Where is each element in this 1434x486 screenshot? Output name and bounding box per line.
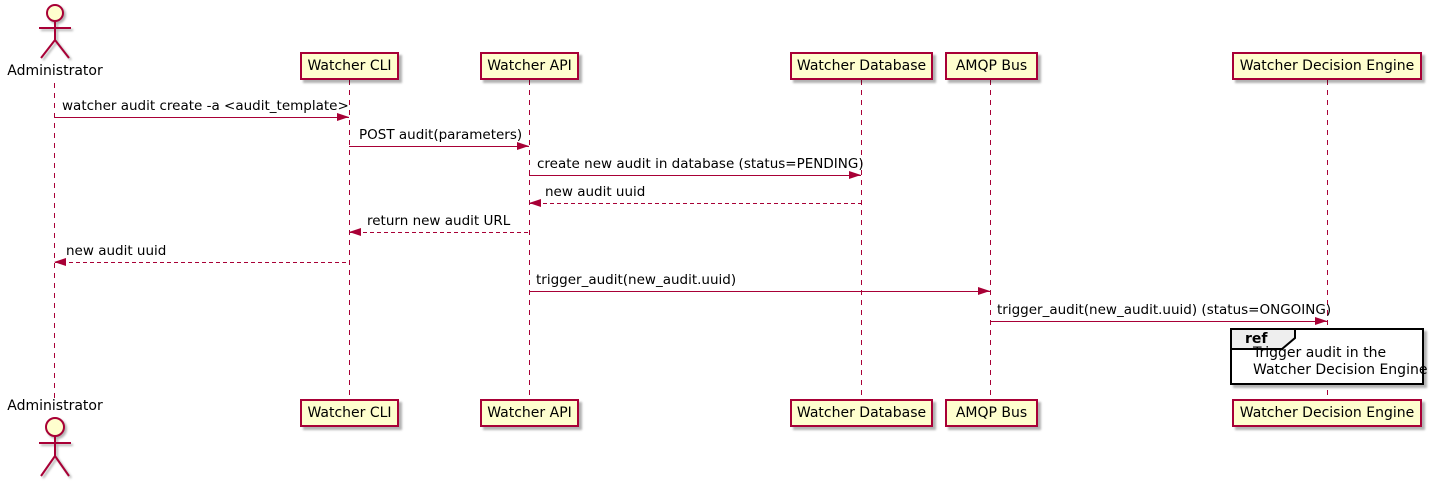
participant-amqp-bus-label-top: AMQP Bus <box>955 58 1028 74</box>
message-2-label: POST audit(parameters) <box>359 127 523 143</box>
ref-fragment: ref Trigger audit in the Watcher Decisio… <box>1230 328 1428 385</box>
message-5-label: return new audit URL <box>367 213 511 229</box>
message-8-label: trigger_audit(new_audit.uuid) (status=ON… <box>997 302 1332 318</box>
message-3-arrowhead <box>849 171 861 179</box>
lifeline-watcher-decision-engine <box>1327 80 1328 399</box>
participant-watcher-cli-bottom: Watcher CLI <box>300 399 399 427</box>
lifeline-watcher-cli <box>349 80 350 399</box>
message-1-arrowhead <box>337 113 349 121</box>
participant-watcher-database-label-bottom: Watcher Database <box>796 405 927 421</box>
participant-amqp-bus-label-bottom: AMQP Bus <box>955 405 1028 421</box>
ref-tab-shape <box>1230 328 1296 350</box>
participant-watcher-cli-label-bottom: Watcher CLI <box>307 405 392 421</box>
message-8-arrowhead <box>1315 317 1327 325</box>
message-1-line <box>55 117 349 118</box>
message-7-arrowhead <box>978 287 990 295</box>
message-7-label: trigger_audit(new_audit.uuid) <box>536 272 737 288</box>
participant-amqp-bus-bottom: AMQP Bus <box>945 399 1038 427</box>
participant-watcher-decision-engine-top: Watcher Decision Engine <box>1232 52 1422 80</box>
lifeline-watcher-database <box>861 80 862 399</box>
lifeline-watcher-api <box>529 80 530 399</box>
participant-watcher-database-label-top: Watcher Database <box>796 58 927 74</box>
message-7-line <box>529 291 990 292</box>
actor-administrator-icon <box>39 4 71 59</box>
message-3-label: create new audit in database (status=PEN… <box>537 156 864 172</box>
message-5-arrowhead <box>349 228 361 236</box>
ref-text-line-2: Watcher Decision Engine <box>1253 362 1428 378</box>
message-4-arrowhead <box>529 199 541 207</box>
participant-watcher-api-label-bottom: Watcher API <box>487 405 572 421</box>
participant-watcher-cli-top: Watcher CLI <box>300 52 399 80</box>
message-4-label: new audit uuid <box>545 184 646 200</box>
lifeline-amqp-bus <box>990 80 991 399</box>
message-6-line <box>55 262 349 263</box>
message-8-line <box>990 321 1327 322</box>
lifeline-administrator <box>54 83 55 399</box>
ref-keyword: ref <box>1245 331 1268 347</box>
message-4-line <box>529 203 861 204</box>
participant-watcher-decision-engine-bottom: Watcher Decision Engine <box>1232 399 1422 427</box>
actor-administrator-label-top: Administrator <box>7 63 103 79</box>
message-6-label: new audit uuid <box>66 243 167 259</box>
message-2-arrowhead <box>517 142 529 150</box>
actor-administrator-label-bottom: Administrator <box>7 398 103 414</box>
message-6-arrowhead <box>54 258 66 266</box>
actor-administrator-icon-bottom <box>39 417 71 477</box>
participant-amqp-bus-top: AMQP Bus <box>945 52 1038 80</box>
participant-watcher-database-top: Watcher Database <box>790 52 933 80</box>
participant-watcher-decision-engine-label-bottom: Watcher Decision Engine <box>1239 405 1415 421</box>
message-5-line <box>349 232 529 233</box>
participant-watcher-api-top: Watcher API <box>480 52 579 80</box>
ref-text-line-1: Trigger audit in the <box>1253 345 1387 361</box>
message-1-label: watcher audit create -a <audit_template> <box>62 98 349 114</box>
message-2-line <box>349 146 529 147</box>
participant-watcher-database-bottom: Watcher Database <box>790 399 933 427</box>
participant-watcher-api-label-top: Watcher API <box>487 58 572 74</box>
participant-watcher-api-bottom: Watcher API <box>480 399 579 427</box>
participant-watcher-cli-label-top: Watcher CLI <box>307 58 392 74</box>
participant-watcher-decision-engine-label-top: Watcher Decision Engine <box>1239 58 1415 74</box>
message-3-line <box>529 175 861 176</box>
